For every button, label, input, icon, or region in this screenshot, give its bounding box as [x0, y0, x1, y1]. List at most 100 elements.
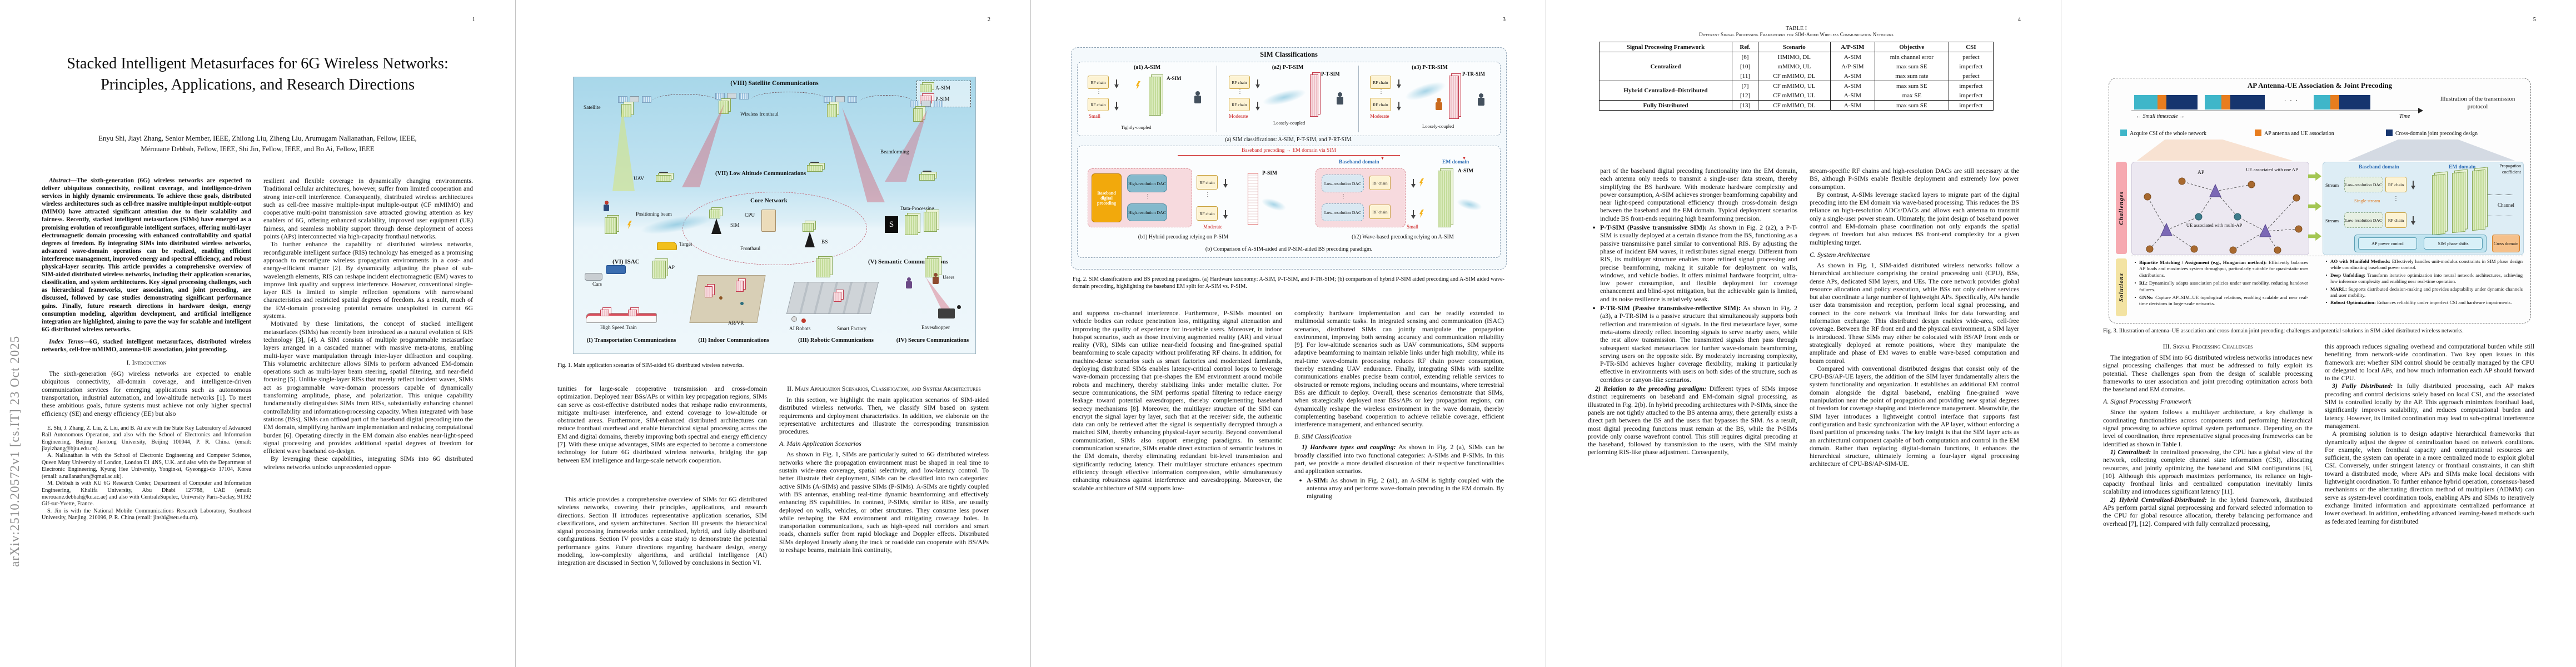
tightly-coupled-label: Tightly-coupled: [1121, 125, 1152, 130]
robot-icon: [801, 318, 806, 323]
antenna-icon: [2411, 181, 2415, 190]
robotic-label: (III) Robotic Communications: [798, 337, 874, 344]
beam: [842, 108, 885, 202]
baseband-to-em-label: Baseband precoding → EM domain via SIM: [1242, 148, 1336, 153]
satellite-icon: [715, 92, 749, 114]
small-label: Small: [1089, 113, 1101, 119]
precoding-block: [2339, 95, 2370, 109]
cpu-icon: [761, 210, 776, 232]
time-axis-arrow: [2418, 108, 2423, 113]
b1-pink-container: Baseband digital precoding High-resoluti…: [1088, 168, 1192, 227]
page3-right-column: complexity hardware implementation and c…: [1294, 309, 1504, 661]
legend-a-sim-label: A-SIM: [935, 86, 950, 91]
figure-1: (VIII) Satellite Communications A-SIM P-…: [573, 77, 976, 354]
sim-layer: [2472, 169, 2485, 231]
fig2-caption-a: (a) SIM classifications: A-SIM, P-T-SIM,…: [1225, 137, 1353, 143]
subsection-c-heading: C. System Architecture: [1810, 250, 1871, 258]
ap-power-control-box: AP power control: [2358, 237, 2417, 250]
time-label: Time: [2399, 113, 2410, 120]
ue-multi-ap-label: UE associated with multi-AP: [2186, 222, 2243, 228]
precoding-panel: Baseband domain EM domain Propagation co…: [2323, 162, 2524, 255]
user-icon: [907, 277, 911, 281]
bullet-text: P-TR-SIM (Passive transmissive-reflectiv…: [1600, 304, 1797, 384]
satellite-icon: [618, 95, 651, 117]
p-tr-sim-slab: [1449, 76, 1459, 119]
paragraph: complexity hardware implementation and c…: [1294, 309, 1504, 429]
col-header: Signal Processing Framework: [1598, 42, 1733, 52]
user-icon: [906, 281, 912, 288]
paragraph: The integration of SIM into 6G distribut…: [2103, 354, 2313, 394]
antenna-icon: [1397, 79, 1401, 88]
a-sim-panel-icon: [709, 210, 720, 218]
low-res-dac-box: Low-resolution DAC: [1322, 175, 1364, 192]
figure-2: SIM Classifications (a1) A-SIM RF chain …: [1071, 47, 1507, 270]
paragraph: As shown in Fig. 1, SIM-aided distribute…: [1810, 261, 2019, 365]
p-sim-slab-label: P-SIM: [1262, 171, 1277, 176]
page3-left-column: and suppress co-channel interference. Fu…: [1073, 309, 1282, 661]
a-sim-panel-icon: [605, 217, 617, 234]
channel-label: Channel: [2498, 202, 2514, 208]
b2-pink-container: Low-resolution DAC ⋮ Low-resolution DAC …: [1316, 168, 1406, 227]
high-res-dac-box: High-resolution DAC: [1127, 175, 1167, 192]
association-block: [2330, 95, 2339, 109]
a-sim-panel-icon: [803, 223, 814, 232]
authors-line-2: Mérouane Debbah, Fellow, IEEE, Shi Jin, …: [141, 145, 375, 153]
solutions-left-list: •Bipartite Matching / Assignment (e.g., …: [2131, 260, 2308, 307]
page-number: 5: [2533, 17, 2536, 23]
page1-right-column: resilient and flexible coverage in dynam…: [263, 177, 473, 661]
funnel: [2137, 140, 2293, 161]
fig2-a3-label: (a3) P-TR-SIM: [1412, 64, 1448, 71]
page-3: 3 SIM Classifications (a1) A-SIM RF chai…: [1030, 0, 1546, 667]
baseband-digital-precoding-box: Baseband digital precoding: [1092, 173, 1122, 222]
figure-3-caption: Fig. 3. Illustration of antenna–UE assoc…: [2103, 328, 2464, 334]
antenna-icon: [1114, 79, 1119, 88]
signal-bolt-icon: [1419, 210, 1424, 218]
association-graph: [2144, 177, 2303, 254]
red-arrow-head: ▼: [1462, 156, 1466, 161]
car-icon: [585, 273, 602, 281]
footnote: S. Jin is with the National Mobile Commu…: [42, 507, 251, 521]
table-1: TABLE I Different Signal Processing Fram…: [1593, 26, 2000, 111]
small-label: Small: [1407, 224, 1419, 230]
low-res-dac-box: Low-resolution DAC: [2344, 177, 2383, 192]
flow-arrow: [2308, 232, 2321, 241]
subsection-a-heading: A. Signal Processing Framework: [2103, 397, 2191, 406]
section-heading-iii: III. Signal Processing Challenges: [2163, 342, 2253, 350]
table-1-subtitle: Different Signal Processing Frameworks f…: [1699, 32, 1894, 37]
page-number: 4: [2017, 17, 2021, 23]
bullet-item: • P-T-SIM (Passive transmissive SIM): As…: [1588, 223, 1797, 303]
antenna-icon: [1411, 210, 1416, 219]
timeline-ellipsis: · · ·: [2284, 97, 2299, 104]
em-domain-label: EM domain: [2449, 165, 2476, 170]
bullet-icon: •: [1592, 223, 1596, 233]
room-icon: [689, 275, 766, 323]
figure-1-caption: Fig. 1. Main application scenarios of SI…: [557, 362, 744, 369]
bullet-text: P-T-SIM (Passive transmissive SIM): As s…: [1600, 223, 1797, 303]
rf-chain-box: RF chain: [1370, 98, 1391, 111]
vdots: ⋮: [1205, 192, 1210, 198]
user-icon: [1337, 97, 1343, 104]
user-icon: [1436, 102, 1442, 110]
a-sim-panel-icon: [807, 165, 823, 172]
section-heading-introduction: I. Introduction: [126, 359, 167, 367]
association-graph-panel: AP UE associated with one AP UE associat…: [2131, 162, 2309, 255]
footnotes: E. Shi, J. Zhang, Z. Liu, Z. Liu, and B.…: [42, 425, 251, 522]
a-sim-panel-icon: [905, 215, 918, 235]
arxiv-watermark: arXiv:2510.20572v1 [cs.IT] 23 Oct 2025: [8, 335, 22, 567]
p-sim-panel-icon: [736, 281, 744, 292]
paper-title: Stacked Intelligent Metasurfaces for 6G …: [67, 55, 449, 93]
stream-label: Stream: [2325, 182, 2339, 188]
page2-left-column: tunities for large-scale cooperative tra…: [557, 385, 767, 661]
solution-item: •RL: Dynamically adapts association poli…: [2134, 280, 2308, 292]
a-sim-slab: [1149, 77, 1161, 116]
table-row: Hybrid Centralized–Distributed [7]CF mMI…: [1598, 81, 1994, 101]
high-res-dac-box: High-resolution DAC: [1127, 203, 1167, 221]
fronthaul-arc: [751, 92, 826, 107]
a-sim-panel-icon: [621, 104, 631, 117]
vdots: ⋮: [2393, 196, 2399, 202]
a-sim-panel-icon: [827, 104, 837, 117]
p-t-sim-slab: [1310, 74, 1318, 117]
footnote: E. Shi, J. Zhang, Z. Liu, Z. Liu, and B.…: [42, 425, 251, 452]
p-t-sim-slab-label: P-T-SIM: [1321, 71, 1340, 77]
